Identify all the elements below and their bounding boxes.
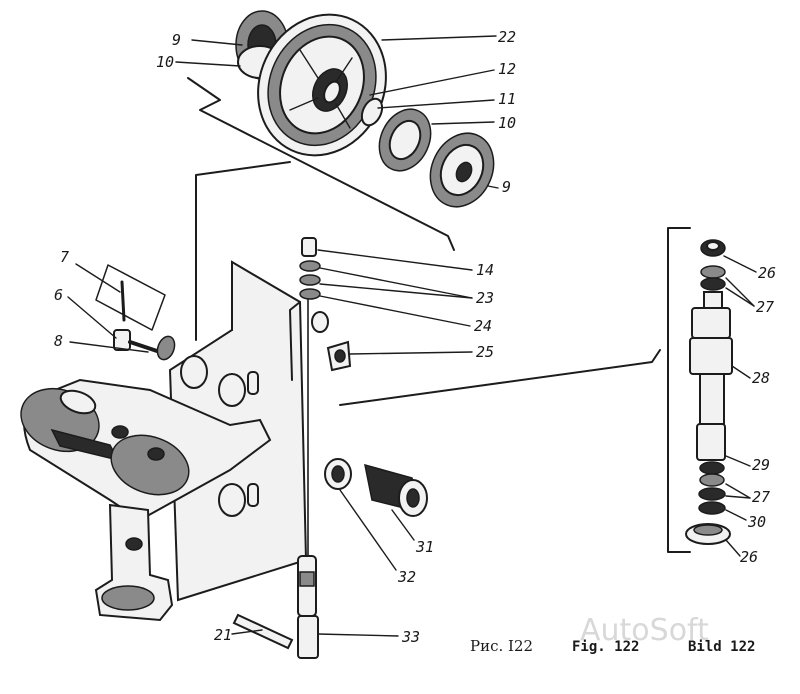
axis-line-bracket (195, 161, 291, 341)
caption-ru: Рис. I22 (470, 637, 533, 655)
bracket-body (20, 260, 308, 622)
rod-fittings (299, 237, 352, 372)
bushing-assembly (324, 458, 428, 517)
callout-26-bottom: 26 (740, 548, 758, 566)
callout-28: 28 (752, 369, 770, 387)
callout-14: 14 (476, 261, 494, 279)
callout-33: 33 (401, 628, 420, 646)
callout-9-top: 9 (172, 31, 181, 49)
callout-8: 8 (54, 332, 63, 350)
callout-26-top: 26 (758, 264, 776, 282)
callout-30: 30 (747, 513, 766, 531)
leader-lines (67, 35, 757, 637)
callout-31: 31 (415, 538, 434, 556)
pin-21 (232, 613, 294, 650)
callout-7: 7 (60, 248, 69, 266)
axis-line-pulley (187, 77, 455, 251)
callout-21: 21 (214, 626, 232, 644)
callout-29: 29 (752, 456, 770, 474)
rod-end-33 (297, 555, 319, 659)
callout-32: 32 (397, 568, 416, 586)
callout-25: 25 (476, 343, 494, 361)
watermark: AutoSoft (580, 613, 709, 648)
bolt-assembly (95, 264, 176, 361)
caption-de: Bild 122 (688, 639, 755, 655)
callout-6: 6 (54, 286, 63, 304)
callout-22: 22 (498, 28, 516, 46)
callout-9-right: 9 (502, 178, 511, 196)
caption-en: Fig. 122 (572, 639, 639, 655)
callout-10-right: 10 (498, 114, 516, 132)
callout-12: 12 (498, 60, 516, 78)
callout-27-bottom: 27 (752, 488, 770, 506)
callout-labels: 9 10 22 12 11 10 9 7 6 8 14 23 24 25 26 … (54, 28, 776, 646)
callout-10-top: 10 (156, 53, 174, 71)
callout-11: 11 (498, 90, 516, 108)
callout-23: 23 (476, 289, 494, 307)
figure-captions: Рис. I22 Fig. 122 Bild 122 (470, 637, 755, 655)
shaft-assembly-right (339, 227, 733, 553)
pulley-assembly (235, 10, 495, 208)
callout-24: 24 (474, 317, 492, 335)
callout-27-top: 27 (756, 298, 774, 316)
